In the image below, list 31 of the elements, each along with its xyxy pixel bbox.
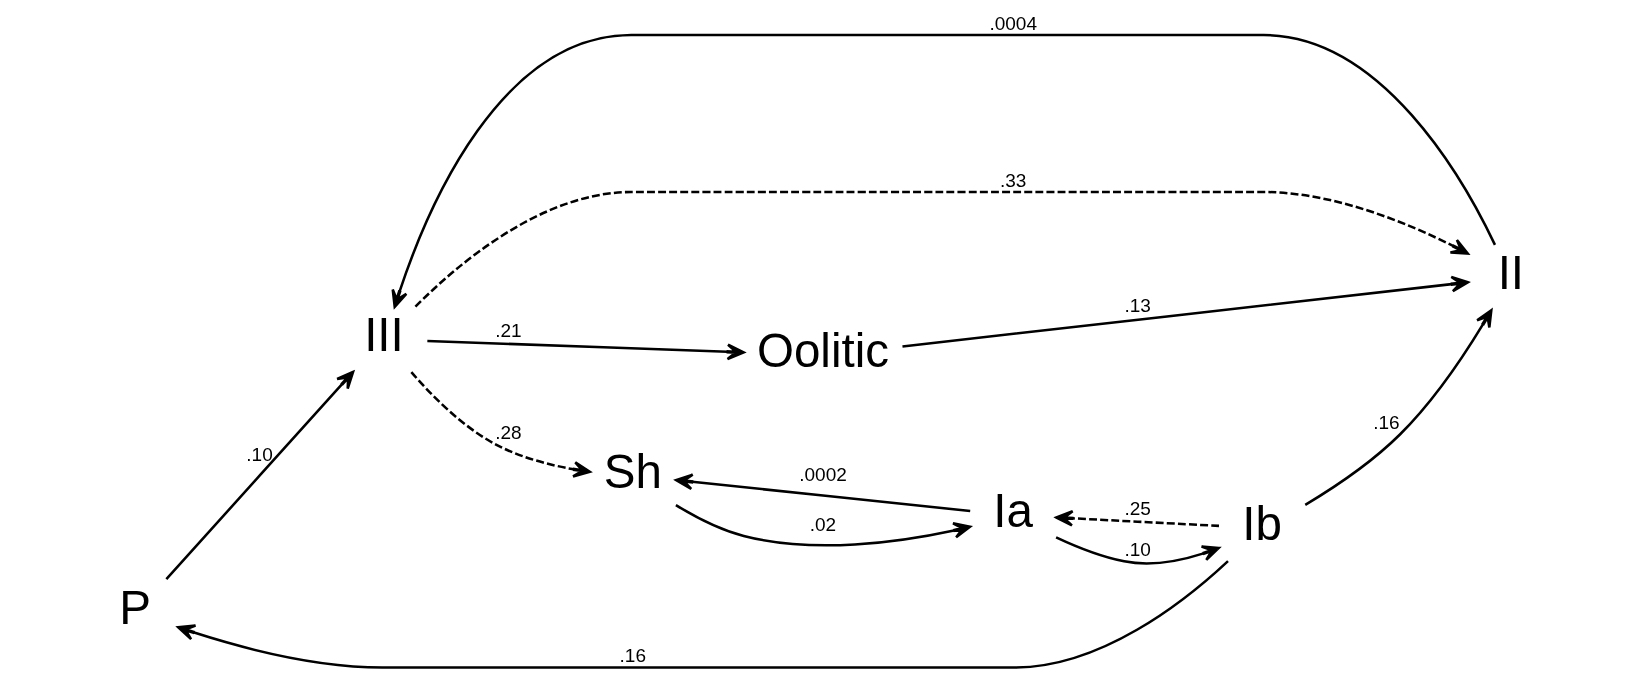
arrow xyxy=(176,560,1229,669)
node-text: P xyxy=(119,580,151,634)
node-text: III xyxy=(364,308,404,362)
arrow xyxy=(414,190,1470,308)
edge-label: .16 xyxy=(619,645,647,667)
arrow xyxy=(391,33,1497,309)
arrow xyxy=(902,275,1470,348)
arrow xyxy=(165,370,355,580)
arrow xyxy=(1055,509,1220,528)
arrow xyxy=(675,504,972,547)
node-text: Ib xyxy=(1242,496,1282,550)
edge-label: .33 xyxy=(999,169,1027,191)
edge-label: .25 xyxy=(1124,497,1151,519)
edge-label: .0004 xyxy=(989,12,1037,34)
arrow xyxy=(1055,536,1221,565)
arrow xyxy=(427,339,745,361)
node-text: II xyxy=(1497,246,1525,300)
edge-label: .02 xyxy=(809,513,837,535)
arrow xyxy=(1304,308,1493,506)
arrow xyxy=(674,473,971,513)
edge-label: .21 xyxy=(495,320,522,342)
edge-label: .0002 xyxy=(799,464,847,486)
edge-label: .16 xyxy=(1373,412,1400,434)
edge-label: .10 xyxy=(1124,538,1151,560)
edge-label: .28 xyxy=(495,421,522,443)
arrow xyxy=(410,371,592,478)
edge-label: .13 xyxy=(1124,294,1151,316)
node-text: Ia xyxy=(993,484,1034,538)
node-text: Oolitic xyxy=(756,324,890,378)
edge-label: .10 xyxy=(246,443,273,465)
node-text: Sh xyxy=(603,444,662,498)
